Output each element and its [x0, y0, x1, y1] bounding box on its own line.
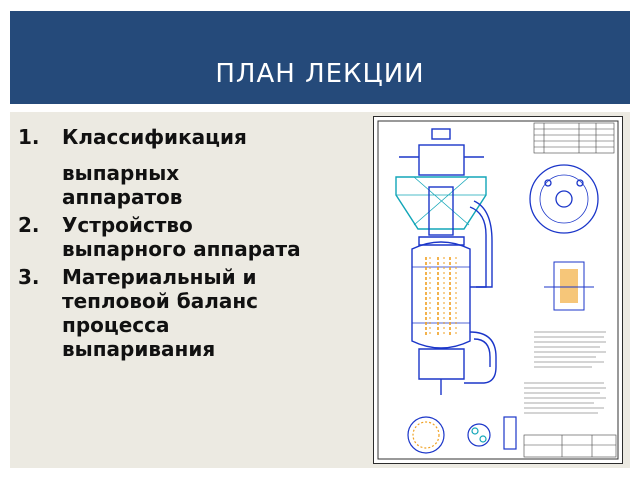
plan-item-line: тепловой баланс [62, 289, 259, 313]
plan-item-line: Материальный и [62, 265, 257, 289]
evaporator-drawing-svg [377, 120, 619, 460]
plan-item-line: выпарных [62, 161, 180, 185]
plan-item-line: выпаривания [62, 337, 216, 361]
plan-item-line: выпарного аппарата [62, 237, 301, 261]
plan-item-line: процесса [62, 313, 170, 337]
plan-item-1: 1. Классификация выпарных аппаратов [18, 125, 378, 209]
plan-item-line: Классификация [62, 125, 247, 149]
evaporator-apparatus [395, 128, 497, 395]
plan-item-line: Устройство [62, 213, 193, 237]
top-view-circle [529, 164, 599, 234]
plan-item-3: 3. Материальный и тепловой баланс процес… [18, 265, 378, 361]
title-block [523, 434, 617, 458]
drawing-frame [377, 120, 619, 460]
plan-item-number: 1. [18, 125, 40, 149]
slide-title: ПЛАН ЛЕКЦИИ [215, 59, 425, 89]
slide-header: ПЛАН ЛЕКЦИИ [10, 11, 630, 104]
technical-notes [524, 331, 606, 414]
lecture-plan-list: 1. Классификация выпарных аппаратов 2. У… [18, 125, 378, 365]
bottom-sections [407, 416, 517, 454]
detail-section [544, 261, 594, 311]
plan-item-line: аппаратов [62, 185, 183, 209]
plan-item-number: 2. [18, 213, 40, 237]
spec-table [533, 122, 615, 154]
plan-item-2: 2. Устройство выпарного аппарата [18, 213, 378, 261]
plan-item-number: 3. [18, 265, 40, 289]
evaporator-drawing [373, 116, 623, 464]
